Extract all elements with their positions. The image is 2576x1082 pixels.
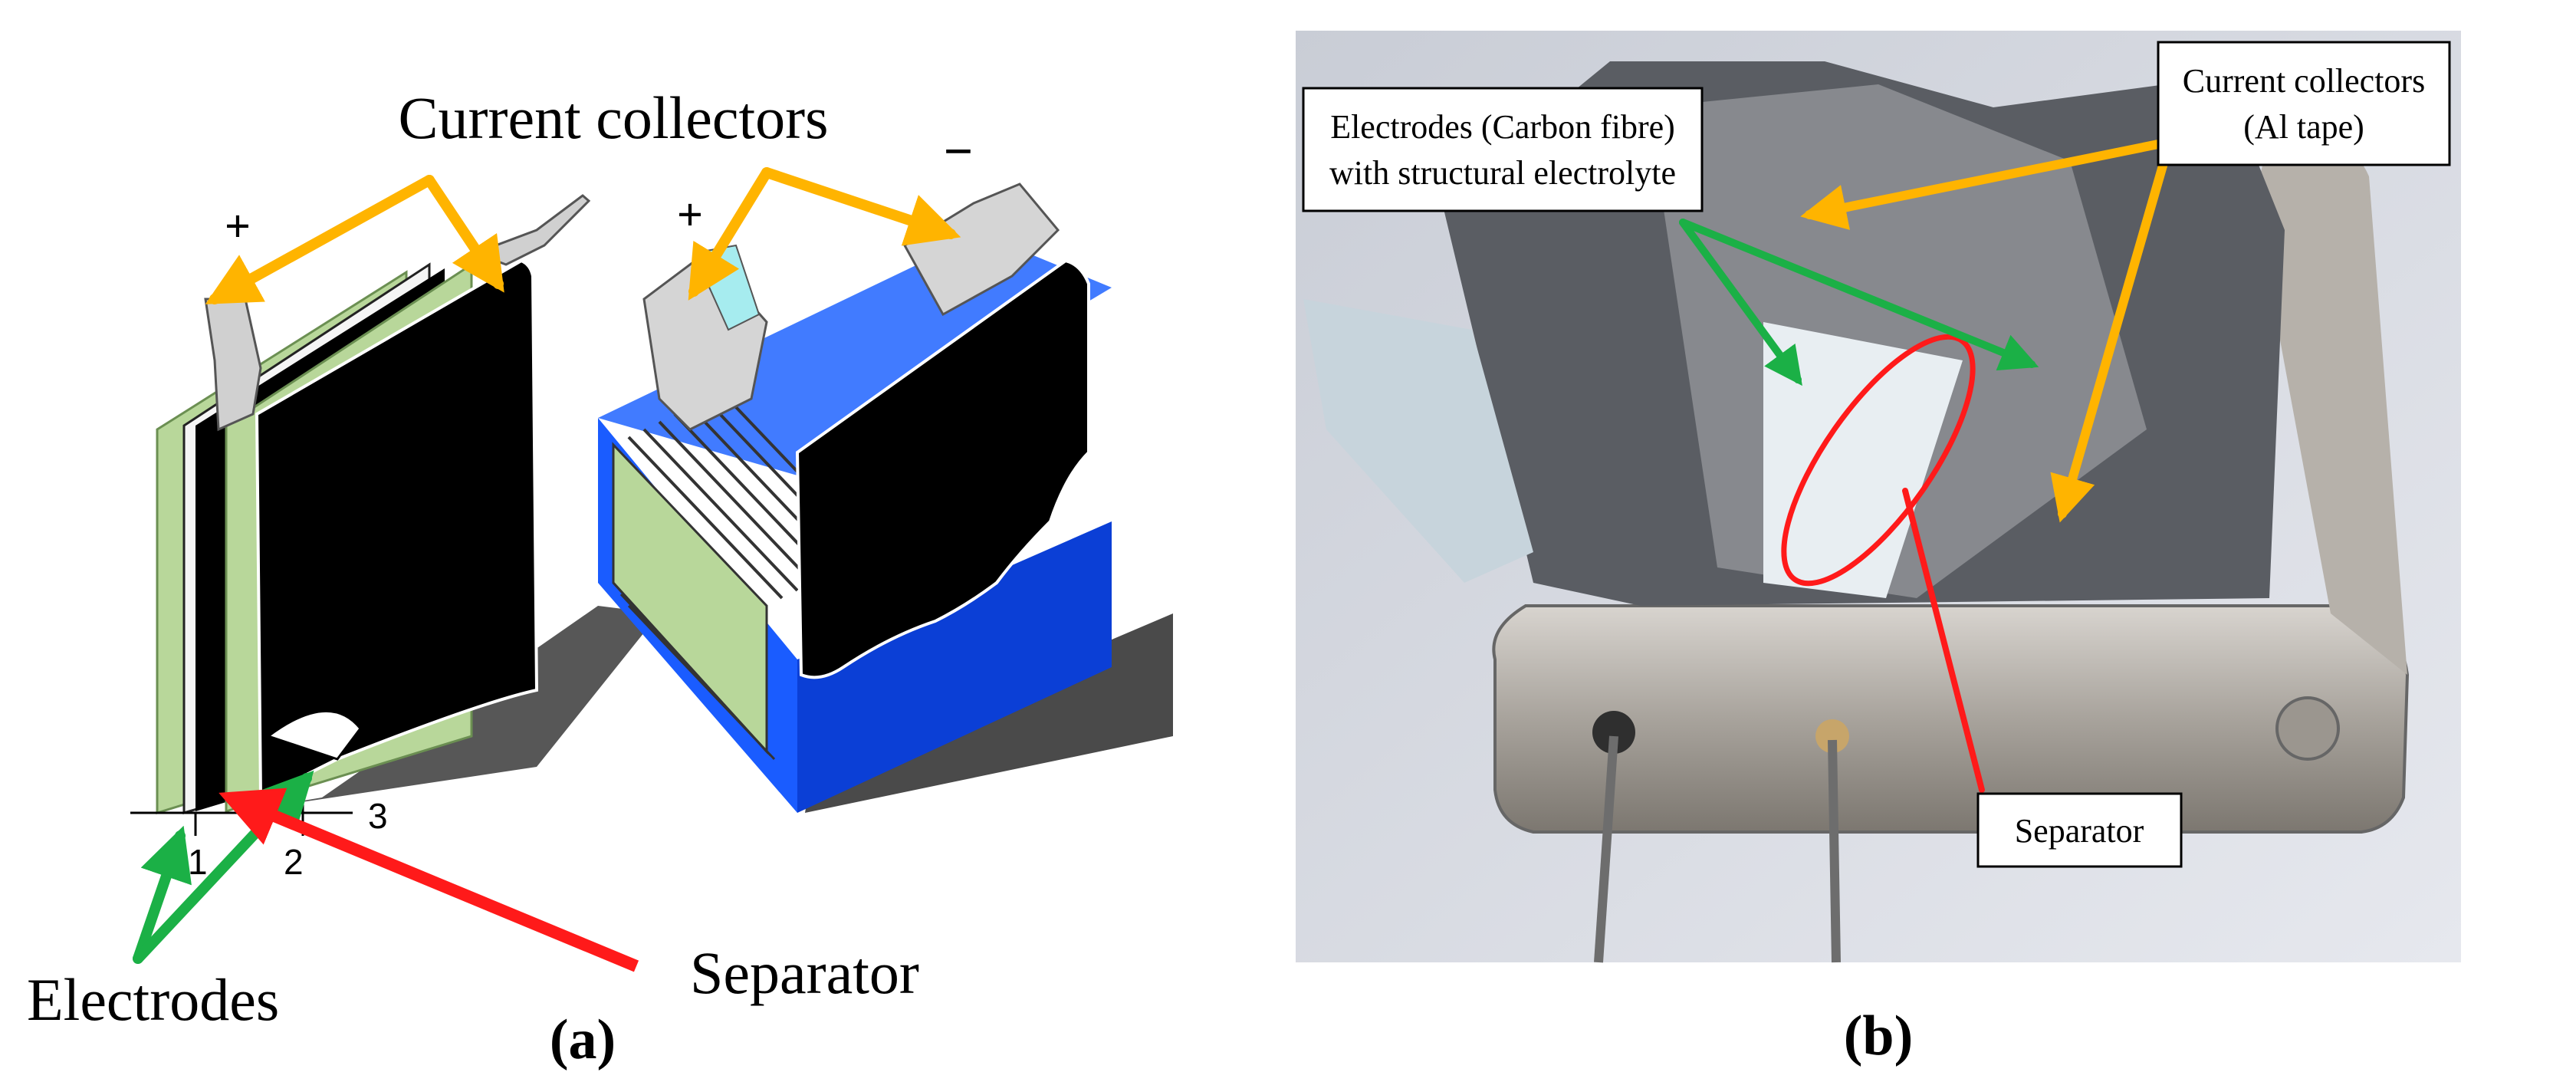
axis-label-3: 3 (368, 796, 388, 836)
axis-label-1: 1 (188, 842, 208, 882)
green-arrow-1 (133, 825, 192, 964)
box-electrodes-line1: Electrodes (Carbon fibre) (1330, 108, 1675, 146)
collector-bundle-negative (902, 183, 1060, 317)
axis-label-2: 2 (284, 842, 304, 882)
cell-casing (1492, 604, 2410, 834)
cased-cell-right (598, 183, 1173, 813)
box-electrodes: Electrodes (Carbon fibre) with structura… (1302, 87, 1704, 212)
light-flap-left (1303, 299, 1533, 583)
green-photo-arrow-1 (1679, 219, 1802, 386)
layered-cell-left (156, 194, 659, 815)
yellow-arrow-4 (761, 167, 961, 246)
terminal-positive (1815, 719, 1849, 753)
collector-arrows (205, 167, 961, 304)
layer-stack (612, 390, 876, 761)
yellow-arrow-3 (688, 167, 772, 301)
separator-arrow (219, 788, 639, 972)
separator-highlight-ellipse (1781, 334, 1976, 587)
lead-wire-1 (1594, 735, 1618, 963)
terminal-negative (1592, 711, 1635, 754)
box-collectors-line1: Current collectors (2183, 62, 2425, 100)
box-separator-text: Separator (2015, 812, 2144, 850)
green-photo-arrow-2 (1679, 219, 2039, 371)
plus-sign-left: + (225, 201, 251, 252)
black-sheet-front (255, 258, 539, 801)
caption-b: (b) (1844, 1005, 1913, 1067)
box-collectors: Current collectors (Al tape) (2157, 41, 2451, 166)
cell-shadow (230, 606, 659, 813)
rivet (2275, 696, 2340, 761)
panel-b: Electrodes (Carbon fibre) with structura… (1296, 31, 2461, 1067)
box-collectors-line2: (Al tape) (2243, 108, 2364, 146)
case-top (598, 234, 1112, 475)
electrodes-label: Electrodes (27, 966, 279, 1033)
panel-a: Current collectors + (27, 84, 1173, 1071)
caption-a: (a) (550, 1008, 616, 1071)
plus-sign-right: + (677, 189, 703, 240)
collector-tab-negative (472, 194, 591, 266)
box-separator: Separator (1976, 792, 2183, 868)
current-collectors-label: Current collectors (399, 84, 829, 151)
black-sheet-cased (795, 258, 1090, 679)
yellow-photo-arrow-2 (2050, 137, 2174, 523)
case-front (797, 521, 1112, 813)
lead-wire-2 (1828, 739, 1841, 963)
casing-side-wall (2254, 134, 2407, 676)
red-photo-arrow (1902, 488, 1985, 793)
photo-arrows (1679, 137, 2174, 793)
yellow-arrow-1 (205, 175, 435, 304)
separator-label: Separator (690, 939, 919, 1006)
minus-sign-right: − (944, 122, 974, 180)
separator-sheet-photo (1763, 322, 1963, 598)
curled-corner (265, 709, 362, 761)
yellow-arrow-2 (424, 175, 504, 293)
yellow-photo-arrow-1 (1800, 137, 2174, 230)
box-electrodes-line2: with structural electrolyte (1329, 154, 1676, 192)
